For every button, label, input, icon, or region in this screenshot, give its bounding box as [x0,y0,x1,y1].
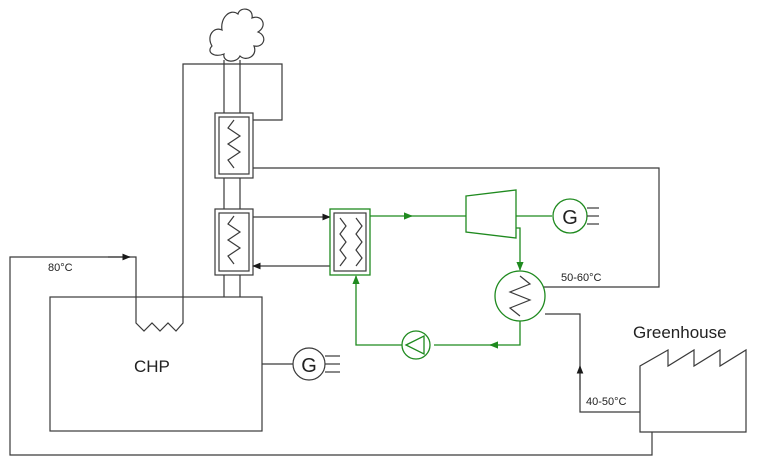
zigzag-coil-icon [135,297,184,332]
turbine-icon [465,189,517,239]
chp-label: CHP [134,357,170,376]
smoke-plume-icon [209,8,265,62]
chp-unit [49,296,263,432]
turbine-generator-label: G [562,207,578,229]
water-pipe-chp-to-chimney-top [182,63,283,297]
orc-pipe-turbine-to-condenser [516,227,524,271]
flue-heat-exchanger-lower [214,208,254,276]
temp-label-50-60: 50-60°C [561,272,602,284]
heat-exchanger-coil-icon [218,212,250,272]
temp-label-40-50: 40-50°C [586,396,627,408]
orc-pipe-pump-to-evaporator [352,275,402,346]
flue-heat-exchanger-upper [214,112,254,179]
orc-pipe-condenser-to-pump [489,321,521,349]
heat-exchanger-coil-icon [218,116,250,175]
heat-exchanger-coil-icon [333,212,367,272]
water-pipe-condenser-to-greenhouse [545,313,640,413]
chp-generator-label: G [301,355,317,377]
water-pipe-upper-hx-to-condenser-loop [253,167,660,288]
sawtooth-roof-building-icon [639,348,747,433]
temp-label-80: 80°C [48,262,73,274]
greenhouse-label: Greenhouse [633,323,727,342]
water-pipe-greenhouse-return [9,256,653,456]
evaporator [329,208,371,276]
